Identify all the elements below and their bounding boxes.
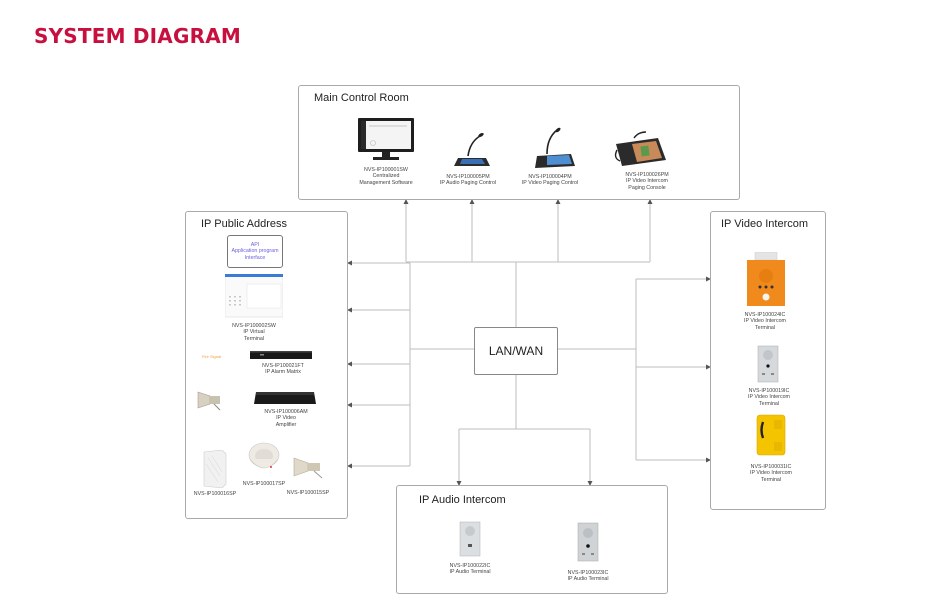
page-title: SYSTEM DIAGRAM — [34, 24, 241, 48]
panel-title-video-intercom: IP Video Intercom — [721, 218, 809, 230]
lan-wan-hub: LAN/WAN — [474, 327, 558, 375]
device-model: NVS-IP100024IC — [744, 312, 786, 318]
device-model: NVS-IP100001SW — [364, 167, 408, 173]
device-model: NVS-IP100016SP — [193, 491, 237, 497]
caption-mcr-4: NVS-IP100026PM IP Video Intercom Paging … — [625, 172, 668, 191]
panel-title-main-control: Main Control Room — [314, 92, 409, 104]
api-label: Application program — [231, 248, 279, 255]
caption-vi-2: NVS-IP100019IC IP Video Intercom Termina… — [748, 388, 790, 407]
api-box: API Application program Interface — [227, 235, 283, 268]
device-desc: IP Audio Terminal — [567, 576, 609, 583]
caption-pa-6: NVS-IP100015SP — [287, 490, 329, 496]
audio-terminal-icon — [577, 522, 599, 562]
device-model: NVS-IP100004PM — [528, 174, 572, 180]
device-model: NVS-IP100002SW — [232, 323, 276, 329]
wall-speaker-icon — [203, 450, 227, 488]
device-desc: IP Video Intercom — [748, 394, 790, 401]
caption-mcr-3: NVS-IP100004PM IP Video Paging Control — [522, 174, 578, 187]
panel-ip-audio-intercom — [396, 485, 668, 594]
device-model: NVS-IP100017SP — [242, 481, 286, 487]
caption-pa-5: NVS-IP100017SP — [243, 481, 285, 487]
video-paging-mic-icon — [535, 127, 575, 168]
device-desc: IP Video Intercom — [750, 470, 792, 477]
device-desc: Terminal — [758, 400, 780, 407]
device-model: NVS-IP100015SP — [286, 490, 330, 496]
device-desc: Centralized — [372, 173, 400, 180]
device-desc: Management Software — [359, 179, 413, 186]
monitor-icon — [358, 118, 414, 160]
caption-pa-3: NVS-IP100006AM IP Video Amplifier — [264, 409, 307, 428]
device-desc: IP Virtual — [243, 329, 265, 336]
ceiling-speaker-icon — [248, 442, 280, 469]
caption-pa-2: NVS-IP100021FT IP Alarm Matrix — [262, 363, 304, 376]
device-model: NVS-IP100023IC — [567, 570, 609, 576]
api-label: API — [250, 242, 260, 249]
hub-label: LAN/WAN — [488, 344, 544, 358]
device-desc: Amplifier — [275, 421, 297, 428]
device-desc: IP Video Intercom — [744, 318, 786, 325]
api-label: Interface — [244, 254, 266, 261]
caption-vi-3: NVS-IP100031IC IP Video Intercom Termina… — [750, 464, 792, 483]
device-desc: IP Video — [276, 415, 296, 422]
panel-title-public-address: IP Public Address — [201, 218, 288, 230]
device-model: NVS-IP100021FT — [262, 363, 304, 369]
caption-pa-4: NVS-IP100016SP — [194, 491, 236, 497]
device-model: NVS-IP100022IC — [449, 563, 491, 569]
virtual-terminal-screenshot-icon — [225, 274, 283, 318]
device-model: NVS-IP100031IC — [750, 464, 792, 470]
device-model: NVS-IP100026PM — [625, 172, 669, 178]
device-desc: IP Video Intercom — [626, 178, 668, 185]
device-desc: IP Audio Terminal — [449, 569, 491, 576]
orange-intercom-icon — [747, 252, 785, 306]
device-desc: IP Audio Paging Control — [439, 180, 497, 187]
device-model: NVS-IP100006AM — [264, 409, 308, 415]
caption-vi-1: NVS-IP100024IC IP Video Intercom Termina… — [744, 312, 786, 331]
video-amplifier-icon — [254, 392, 316, 404]
device-model: NVS-IP100005PM — [446, 174, 490, 180]
horn-speaker-icon — [197, 391, 221, 411]
horn-speaker-icon — [293, 457, 323, 479]
caption-ai-1: NVS-IP100022IC IP Audio Terminal — [449, 563, 490, 576]
device-desc: Terminal — [760, 476, 782, 483]
audio-terminal-icon — [459, 521, 481, 557]
yellow-phone-intercom-icon — [756, 414, 786, 456]
paging-console-icon — [614, 131, 666, 166]
device-desc: Terminal — [243, 335, 264, 342]
device-desc: IP Alarm Matrix — [265, 369, 301, 376]
panel-title-audio-intercom: IP Audio Intercom — [419, 494, 506, 506]
alarm-matrix-icon — [250, 351, 312, 359]
caption-pa-1: NVS-IP100002SW IP Virtual Terminal — [232, 323, 276, 342]
device-desc: Paging Console — [628, 184, 666, 191]
device-model: NVS-IP100019IC — [748, 388, 790, 394]
steel-intercom-icon — [757, 345, 779, 383]
caption-mcr-2: NVS-IP100005PM IP Audio Paging Control — [440, 174, 496, 187]
fire-signal-label: Fire Signal — [202, 354, 222, 359]
device-desc: IP Video Paging Control — [521, 180, 579, 187]
caption-mcr-1: NVS-IP100001SW Centralized Management So… — [359, 167, 412, 186]
paging-mic-icon — [454, 132, 490, 166]
device-desc: Terminal — [754, 324, 776, 331]
caption-ai-2: NVS-IP100023IC IP Audio Terminal — [567, 570, 608, 583]
